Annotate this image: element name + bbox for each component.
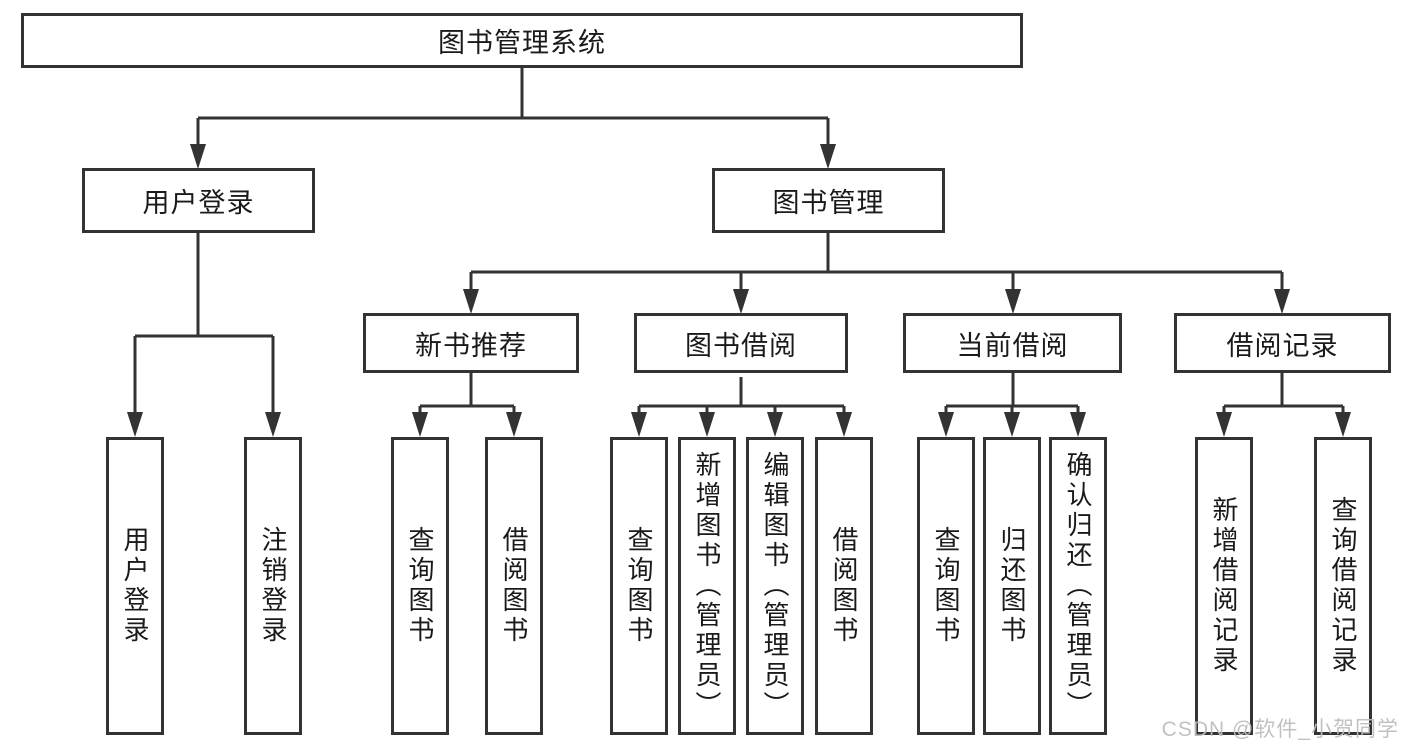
leaf-label: 查询图书 bbox=[405, 526, 435, 646]
leaf-label: 查询借阅记录 bbox=[1328, 496, 1358, 676]
leaf-confirm-return-admin: 确认归还（管理员） bbox=[1049, 437, 1107, 735]
arrowhead-icon bbox=[412, 412, 428, 437]
arrowhead-icon bbox=[767, 412, 783, 437]
arrowhead-icon bbox=[127, 412, 143, 437]
connector-newrec-to-leaves bbox=[418, 373, 516, 413]
connector-bookborrow-to-leaves bbox=[637, 377, 846, 413]
connector-borrowrecord-to-leaves bbox=[1222, 373, 1345, 413]
leaf-logout-login: 注销登录 bbox=[244, 437, 302, 735]
arrowhead-icon bbox=[938, 412, 954, 437]
node-library-management-system: 图书管理系统 bbox=[21, 13, 1023, 68]
leaf-query-books-current: 查询图书 bbox=[917, 437, 975, 735]
node-label: 借阅记录 bbox=[1226, 330, 1339, 361]
connector-bookmgmt-to-level3 bbox=[469, 233, 1284, 291]
arrowhead-icon bbox=[1216, 412, 1232, 437]
leaf-label: 借阅图书 bbox=[499, 526, 529, 646]
arrowhead-icon bbox=[820, 144, 836, 169]
arrowhead-icon bbox=[190, 144, 206, 169]
arrowhead-icon bbox=[1070, 412, 1086, 437]
arrowhead-icon bbox=[463, 289, 479, 314]
arrowhead-icon bbox=[265, 412, 281, 437]
leaf-return-books: 归还图书 bbox=[983, 437, 1041, 735]
arrowhead-icon bbox=[1335, 412, 1351, 437]
node-current-borrow: 当前借阅 bbox=[903, 313, 1122, 373]
leaf-edit-books-admin: 编辑图书（管理员） bbox=[746, 437, 804, 735]
leaf-label: 注销登录 bbox=[258, 526, 288, 646]
arrowhead-icon bbox=[506, 412, 522, 437]
node-label: 用户登录 bbox=[142, 188, 255, 218]
leaf-query-books-borrow: 查询图书 bbox=[610, 437, 668, 735]
leaf-borrow-books: 借阅图书 bbox=[815, 437, 873, 735]
leaf-label: 确认归还（管理员） bbox=[1063, 451, 1093, 721]
arrowhead-icon bbox=[1004, 412, 1020, 437]
leaf-query-books-recommend: 查询图书 bbox=[391, 437, 449, 735]
leaf-label: 新增图书（管理员） bbox=[692, 451, 722, 721]
arrowhead-icon bbox=[1274, 289, 1290, 314]
node-label: 新书推荐 bbox=[415, 330, 527, 361]
leaf-label: 新增借阅记录 bbox=[1209, 496, 1239, 676]
leaf-label: 查询图书 bbox=[624, 526, 654, 646]
leaf-label: 查询图书 bbox=[931, 526, 961, 646]
leaf-user-login: 用户登录 bbox=[106, 437, 164, 735]
csdn-watermark: CSDN @软件_小贺同学 bbox=[1161, 718, 1399, 741]
connector-userlogin-to-leaves bbox=[133, 233, 275, 413]
arrowhead-icons bbox=[127, 144, 1351, 437]
node-borrow-records: 借阅记录 bbox=[1174, 313, 1391, 373]
node-label: 当前借阅 bbox=[956, 330, 1069, 361]
arrowhead-icon bbox=[1005, 289, 1021, 314]
connector-currentborrow-to-leaves bbox=[944, 373, 1080, 413]
arrowhead-icon bbox=[699, 412, 715, 437]
arrowhead-icon bbox=[733, 289, 749, 314]
connector-root-to-level2 bbox=[196, 68, 830, 146]
leaf-add-books-admin: 新增图书（管理员） bbox=[678, 437, 736, 735]
leaf-label: 归还图书 bbox=[997, 526, 1027, 646]
leaf-add-borrow-record: 新增借阅记录 bbox=[1195, 437, 1253, 735]
node-book-management: 图书管理 bbox=[712, 168, 945, 233]
node-label: 图书管理 bbox=[772, 188, 885, 218]
node-label: 图书借阅 bbox=[685, 330, 797, 361]
arrowhead-icon bbox=[631, 412, 647, 437]
arrowhead-icon bbox=[836, 412, 852, 437]
node-label: 图书管理系统 bbox=[438, 28, 606, 58]
leaf-label: 借阅图书 bbox=[829, 526, 859, 646]
leaf-label: 编辑图书（管理员） bbox=[760, 451, 790, 721]
leaf-borrow-books-recommend: 借阅图书 bbox=[485, 437, 543, 735]
leaf-query-borrow-record: 查询借阅记录 bbox=[1314, 437, 1372, 735]
leaf-label: 用户登录 bbox=[120, 526, 150, 646]
node-book-borrow: 图书借阅 bbox=[634, 313, 848, 373]
node-new-book-recommend: 新书推荐 bbox=[363, 313, 579, 373]
node-user-login: 用户登录 bbox=[82, 168, 315, 233]
